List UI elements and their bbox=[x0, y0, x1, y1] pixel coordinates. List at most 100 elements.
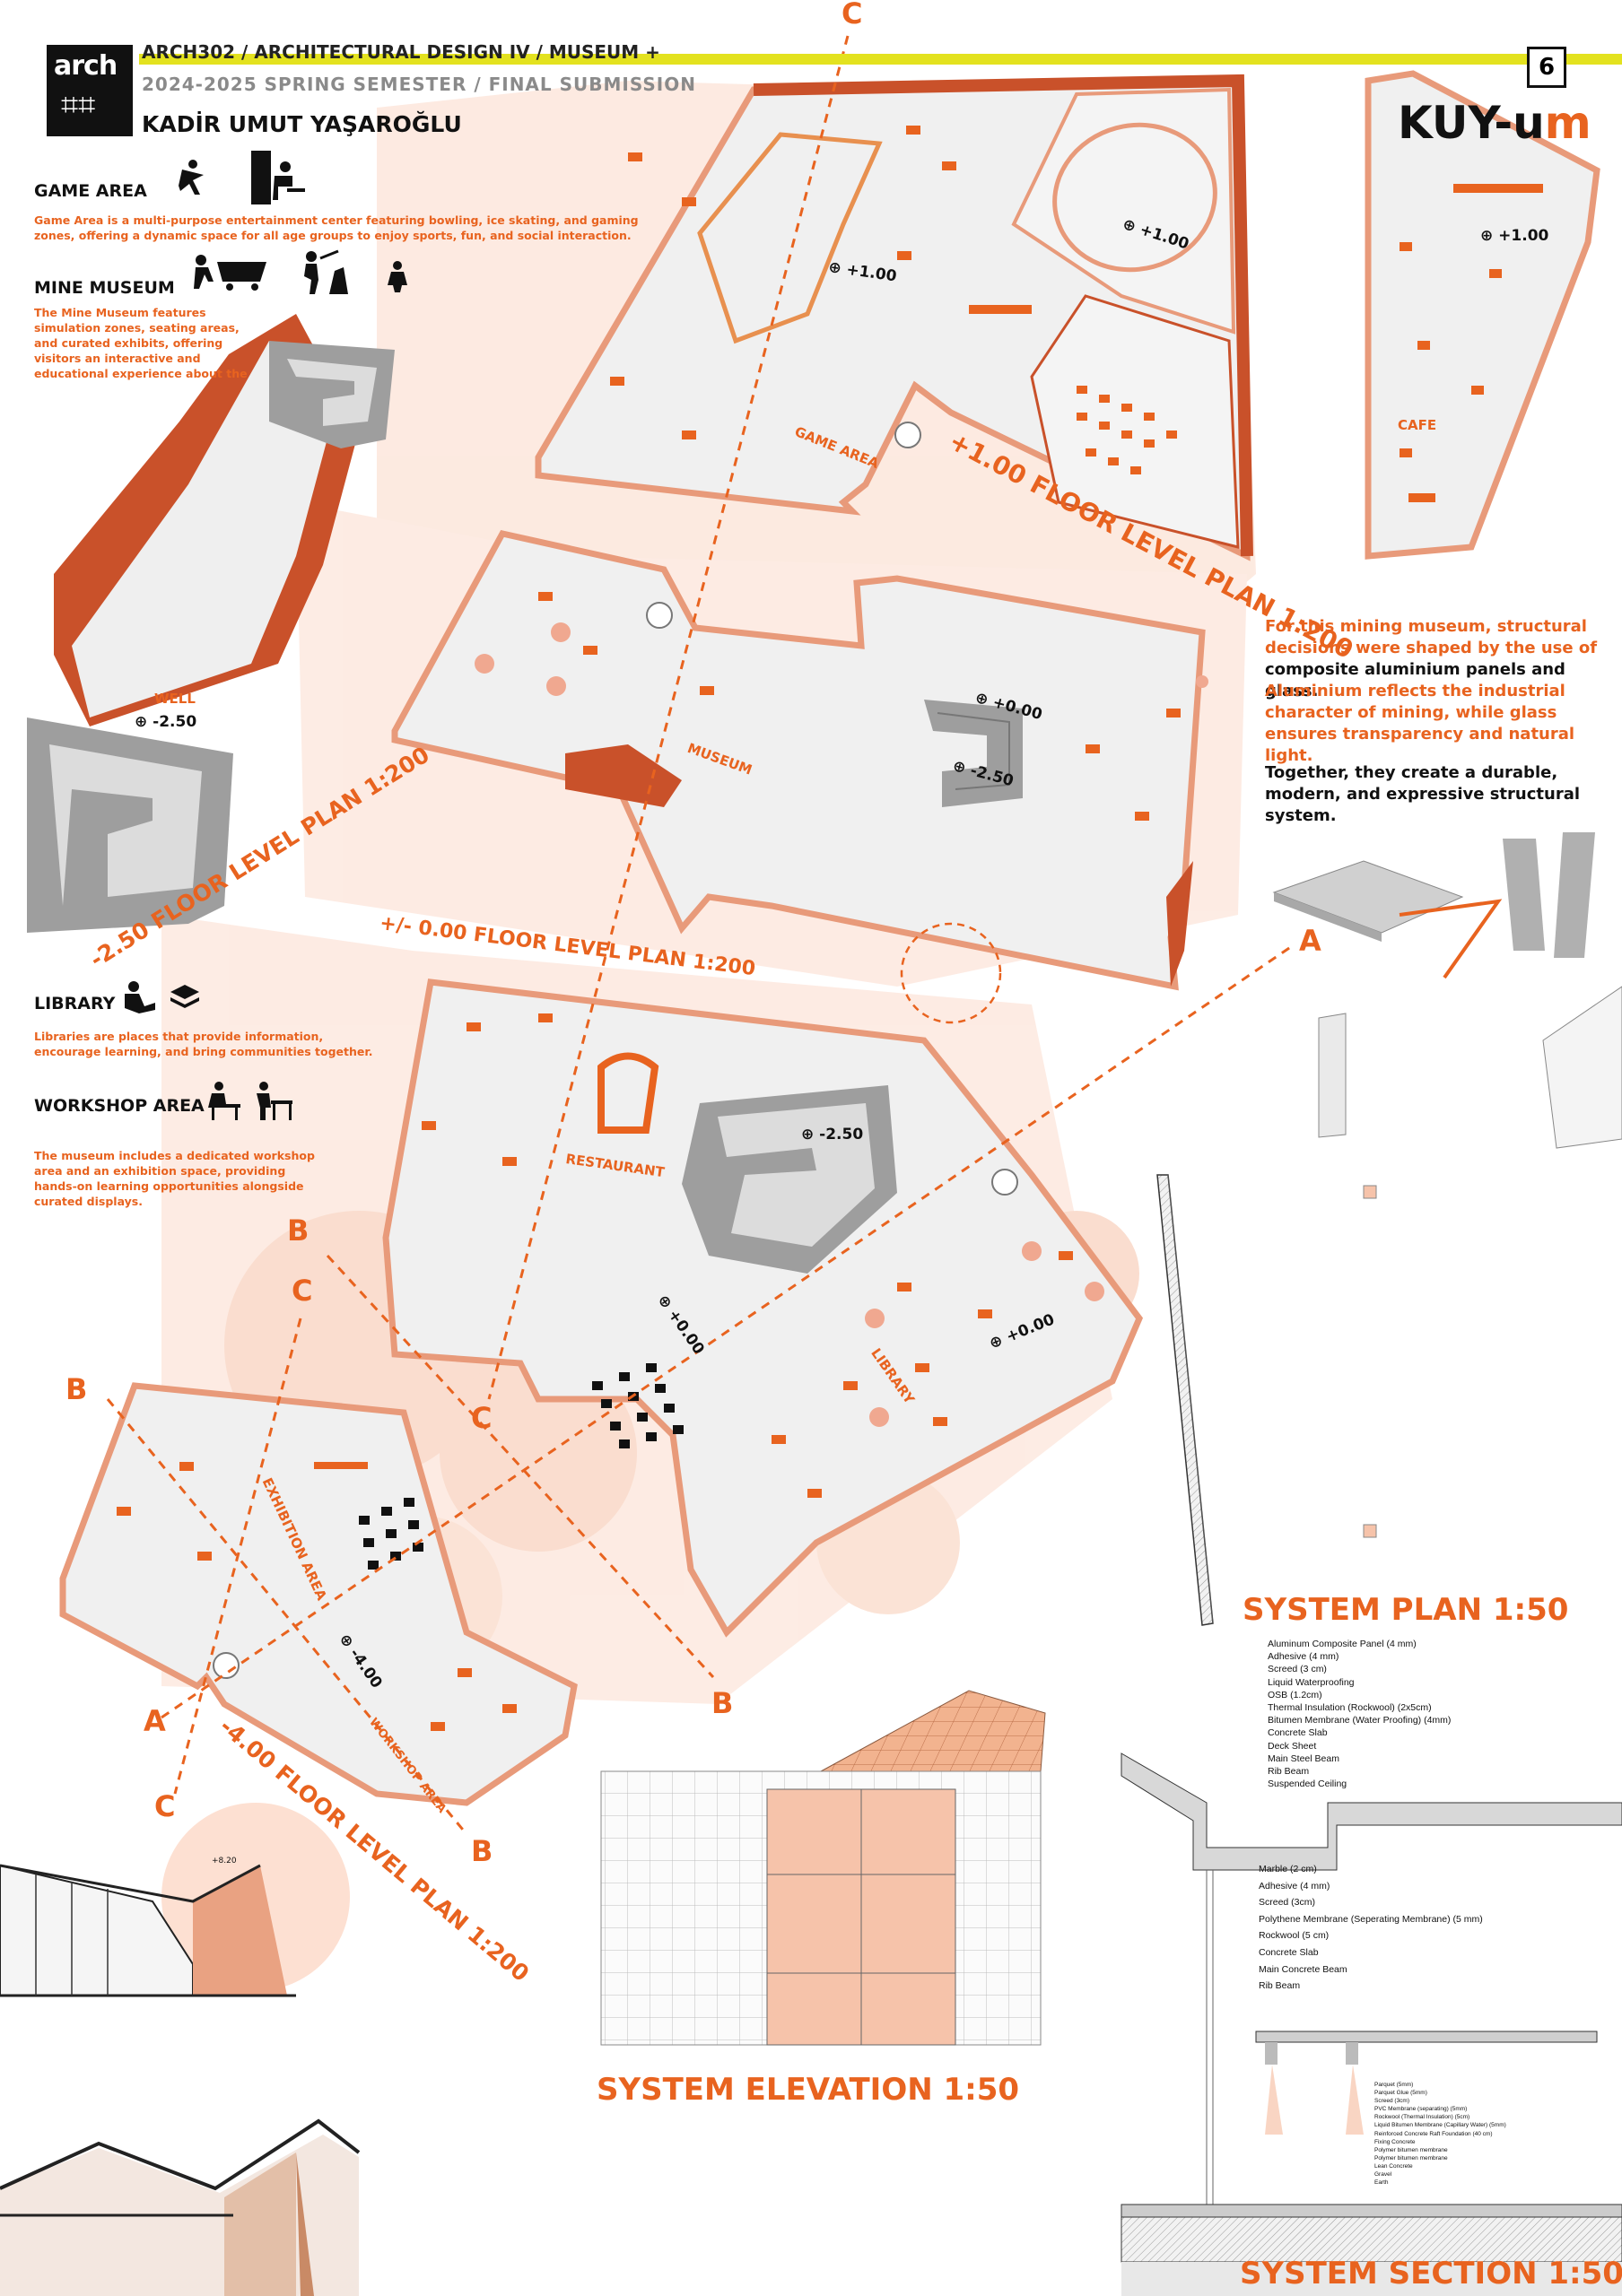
system-section-drawing bbox=[1121, 1752, 1622, 2296]
system-plan-title: SYSTEM PLAN 1:50 bbox=[1243, 1592, 1569, 1628]
bowling-player-icon bbox=[179, 160, 204, 195]
logo-text: arch bbox=[54, 50, 118, 82]
plan-cafe bbox=[1365, 70, 1600, 560]
plan-minus400 bbox=[59, 1382, 578, 1806]
layer-item: Screed (3 cm) bbox=[1268, 1664, 1327, 1675]
student-name: KADİR UMUT YAŞAROĞLU bbox=[142, 111, 462, 137]
section-marker-b: B bbox=[711, 1686, 734, 1720]
layer-item: OSB (1.2cm) bbox=[1268, 1689, 1322, 1700]
gamer-desk-icon bbox=[251, 151, 305, 204]
mine-cart-icon bbox=[194, 255, 266, 291]
section-marker-b: B bbox=[287, 1213, 310, 1248]
library-text: Libraries are places that provide inform… bbox=[34, 1030, 373, 1058]
level-tag: ⊕ -2.50 bbox=[135, 713, 197, 731]
layer-item: Polymer bitumen membrane bbox=[1374, 2154, 1448, 2161]
course-title: ARCH302 / ARCHITECTURAL DESIGN IV / MUSE… bbox=[142, 41, 660, 63]
structure-paragraph-3: Together, they create a durable, modern,… bbox=[1265, 763, 1581, 825]
layer-item: Main Concrete Beam bbox=[1259, 1963, 1347, 1975]
layer-item: Concrete Slab bbox=[1259, 1946, 1319, 1958]
layer-item: Polythene Membrane (Seperating Membrane)… bbox=[1259, 1913, 1483, 1925]
logo-glyph-icon: ⌗⌗ bbox=[61, 87, 96, 123]
layer-item: Suspended Ceiling bbox=[1268, 1779, 1347, 1790]
miner-pickaxe-icon bbox=[304, 249, 348, 294]
game-area-text: Game Area is a multi-purpose entertainme… bbox=[34, 213, 639, 242]
level-value: -2.50 bbox=[153, 713, 197, 731]
system-plan-drawing bbox=[1156, 1174, 1377, 1626]
layer-item: Aluminum Composite Panel (4 mm) bbox=[1268, 1639, 1417, 1649]
system-section-title: SYSTEM SECTION 1:50 bbox=[1240, 2256, 1622, 2292]
project-title-accent: m bbox=[1544, 97, 1591, 149]
layer-item: Fixing Concrete bbox=[1374, 2138, 1416, 2145]
workbench-icon bbox=[208, 1082, 240, 1120]
plan-zero bbox=[391, 530, 1208, 1024]
layer-item: Bitumen Membrane (Water Proofing) (4mm) bbox=[1268, 1715, 1452, 1726]
structure-p1-orange: For this mining museum, structural decis… bbox=[1265, 617, 1598, 657]
workshop-text: The museum includes a dedicated workshop… bbox=[34, 1149, 315, 1208]
mine-museum-text: The Mine Museum features simulation zone… bbox=[34, 306, 248, 380]
craftsman-icon bbox=[257, 1082, 292, 1120]
layer-item: Rockwool (5 cm) bbox=[1259, 1930, 1330, 1942]
layer-item: Lean Concrete bbox=[1374, 2162, 1413, 2170]
layer-item: Adhesive (4 mm) bbox=[1268, 1651, 1339, 1663]
arch-logo: arch ⌗⌗ bbox=[47, 45, 133, 136]
section-marker-c: C bbox=[471, 1401, 493, 1435]
layer-item: Marble (2 cm) bbox=[1259, 1864, 1317, 1874]
layer-item: Adhesive (4 mm) bbox=[1259, 1880, 1330, 1892]
layer-item: Deck Sheet bbox=[1268, 1740, 1317, 1752]
structure-paragraph-1: For this mining museum, structural decis… bbox=[1265, 616, 1615, 702]
perspective-section-top bbox=[0, 1803, 350, 1997]
section-marker-c: C bbox=[842, 0, 863, 30]
detail-axon bbox=[1272, 832, 1622, 1149]
layer-item: Rockwool (Thermal Insulation) (5cm) bbox=[1374, 2114, 1470, 2121]
layer-item: Earth bbox=[1374, 2179, 1389, 2187]
room-label-cafe: CAFE bbox=[1398, 417, 1437, 433]
semester-line: 2024-2025 SPRING SEMESTER / FINAL SUBMIS… bbox=[142, 74, 696, 95]
section-marker-a: A bbox=[1299, 924, 1321, 958]
section-marker-a: A bbox=[144, 1704, 166, 1738]
header-bar bbox=[139, 54, 1622, 65]
workshop-heading: WORKSHOP AREA bbox=[34, 1096, 205, 1116]
section-marker-c: C bbox=[154, 1789, 176, 1823]
perspective-section-bottom bbox=[0, 2118, 361, 2296]
structure-p1-black: composite aluminium panels and glass bbox=[1265, 660, 1565, 700]
game-area-heading: GAME AREA bbox=[34, 181, 147, 201]
layer-item: PVC Membrane (separating) (5mm) bbox=[1374, 2106, 1468, 2113]
structure-p1-end: . bbox=[1312, 682, 1319, 700]
foundation-layer-list: Parquet (5mm) Parquet Glue (5mm) Screed … bbox=[1374, 2081, 1506, 2187]
plan-minus250 bbox=[27, 314, 395, 933]
layer-item: Concrete Slab bbox=[1268, 1727, 1328, 1739]
reader-icon bbox=[125, 981, 155, 1013]
level-tag: ⊕ -2.50 bbox=[801, 1126, 864, 1144]
plan-plus1 bbox=[535, 74, 1253, 561]
roof-layer-list: Aluminum Composite Panel (4 mm) Adhesive… bbox=[1268, 1638, 1451, 1790]
section-marker-b: B bbox=[65, 1372, 88, 1406]
level-value: -2.50 bbox=[819, 1126, 864, 1144]
project-title: KUY-um bbox=[1398, 97, 1591, 149]
level-tag-small: +8.20 bbox=[212, 1857, 237, 1866]
section-marker-c: C bbox=[292, 1274, 313, 1308]
system-elevation-drawing bbox=[600, 1690, 1046, 2046]
layer-item: Parquet Glue (5mm) bbox=[1374, 2090, 1427, 2097]
book-stack-icon bbox=[170, 985, 199, 1008]
level-value: +1.00 bbox=[1498, 227, 1549, 245]
layer-item: Rib Beam bbox=[1259, 1980, 1301, 1992]
layer-item: Reinforced Concrete Raft Foundation (40 … bbox=[1374, 2130, 1493, 2137]
layer-item: Screed (3cm) bbox=[1259, 1897, 1316, 1909]
floor-layer-list: Marble (2 cm) Adhesive (4 mm) Screed (3c… bbox=[1259, 1861, 1483, 1995]
layer-item: Polymer bitumen membrane bbox=[1374, 2146, 1448, 2153]
mine-museum-heading: MINE MUSEUM bbox=[34, 278, 175, 298]
project-title-main: KUY-u bbox=[1398, 97, 1545, 149]
layer-item: Screed (3cm) bbox=[1374, 2098, 1410, 2105]
page-number: 6 bbox=[1527, 47, 1566, 88]
system-elevation-title: SYSTEM ELEVATION 1:50 bbox=[597, 2072, 1020, 2108]
level-tag: ⊕ +1.00 bbox=[1480, 227, 1549, 245]
layer-item: Liquid Bitumen Membrane (Capillary Water… bbox=[1374, 2122, 1506, 2129]
layer-item: Rib Beam bbox=[1268, 1766, 1310, 1778]
section-marker-b: B bbox=[471, 1834, 493, 1868]
layer-item: Main Steel Beam bbox=[1268, 1752, 1339, 1764]
layer-item: Thermal Insulation (Rockwool) (2x5cm) bbox=[1268, 1702, 1432, 1714]
section-cut-lines bbox=[106, 35, 1293, 1835]
library-heading: LIBRARY bbox=[34, 994, 116, 1013]
room-label-well: WELL bbox=[154, 691, 196, 707]
